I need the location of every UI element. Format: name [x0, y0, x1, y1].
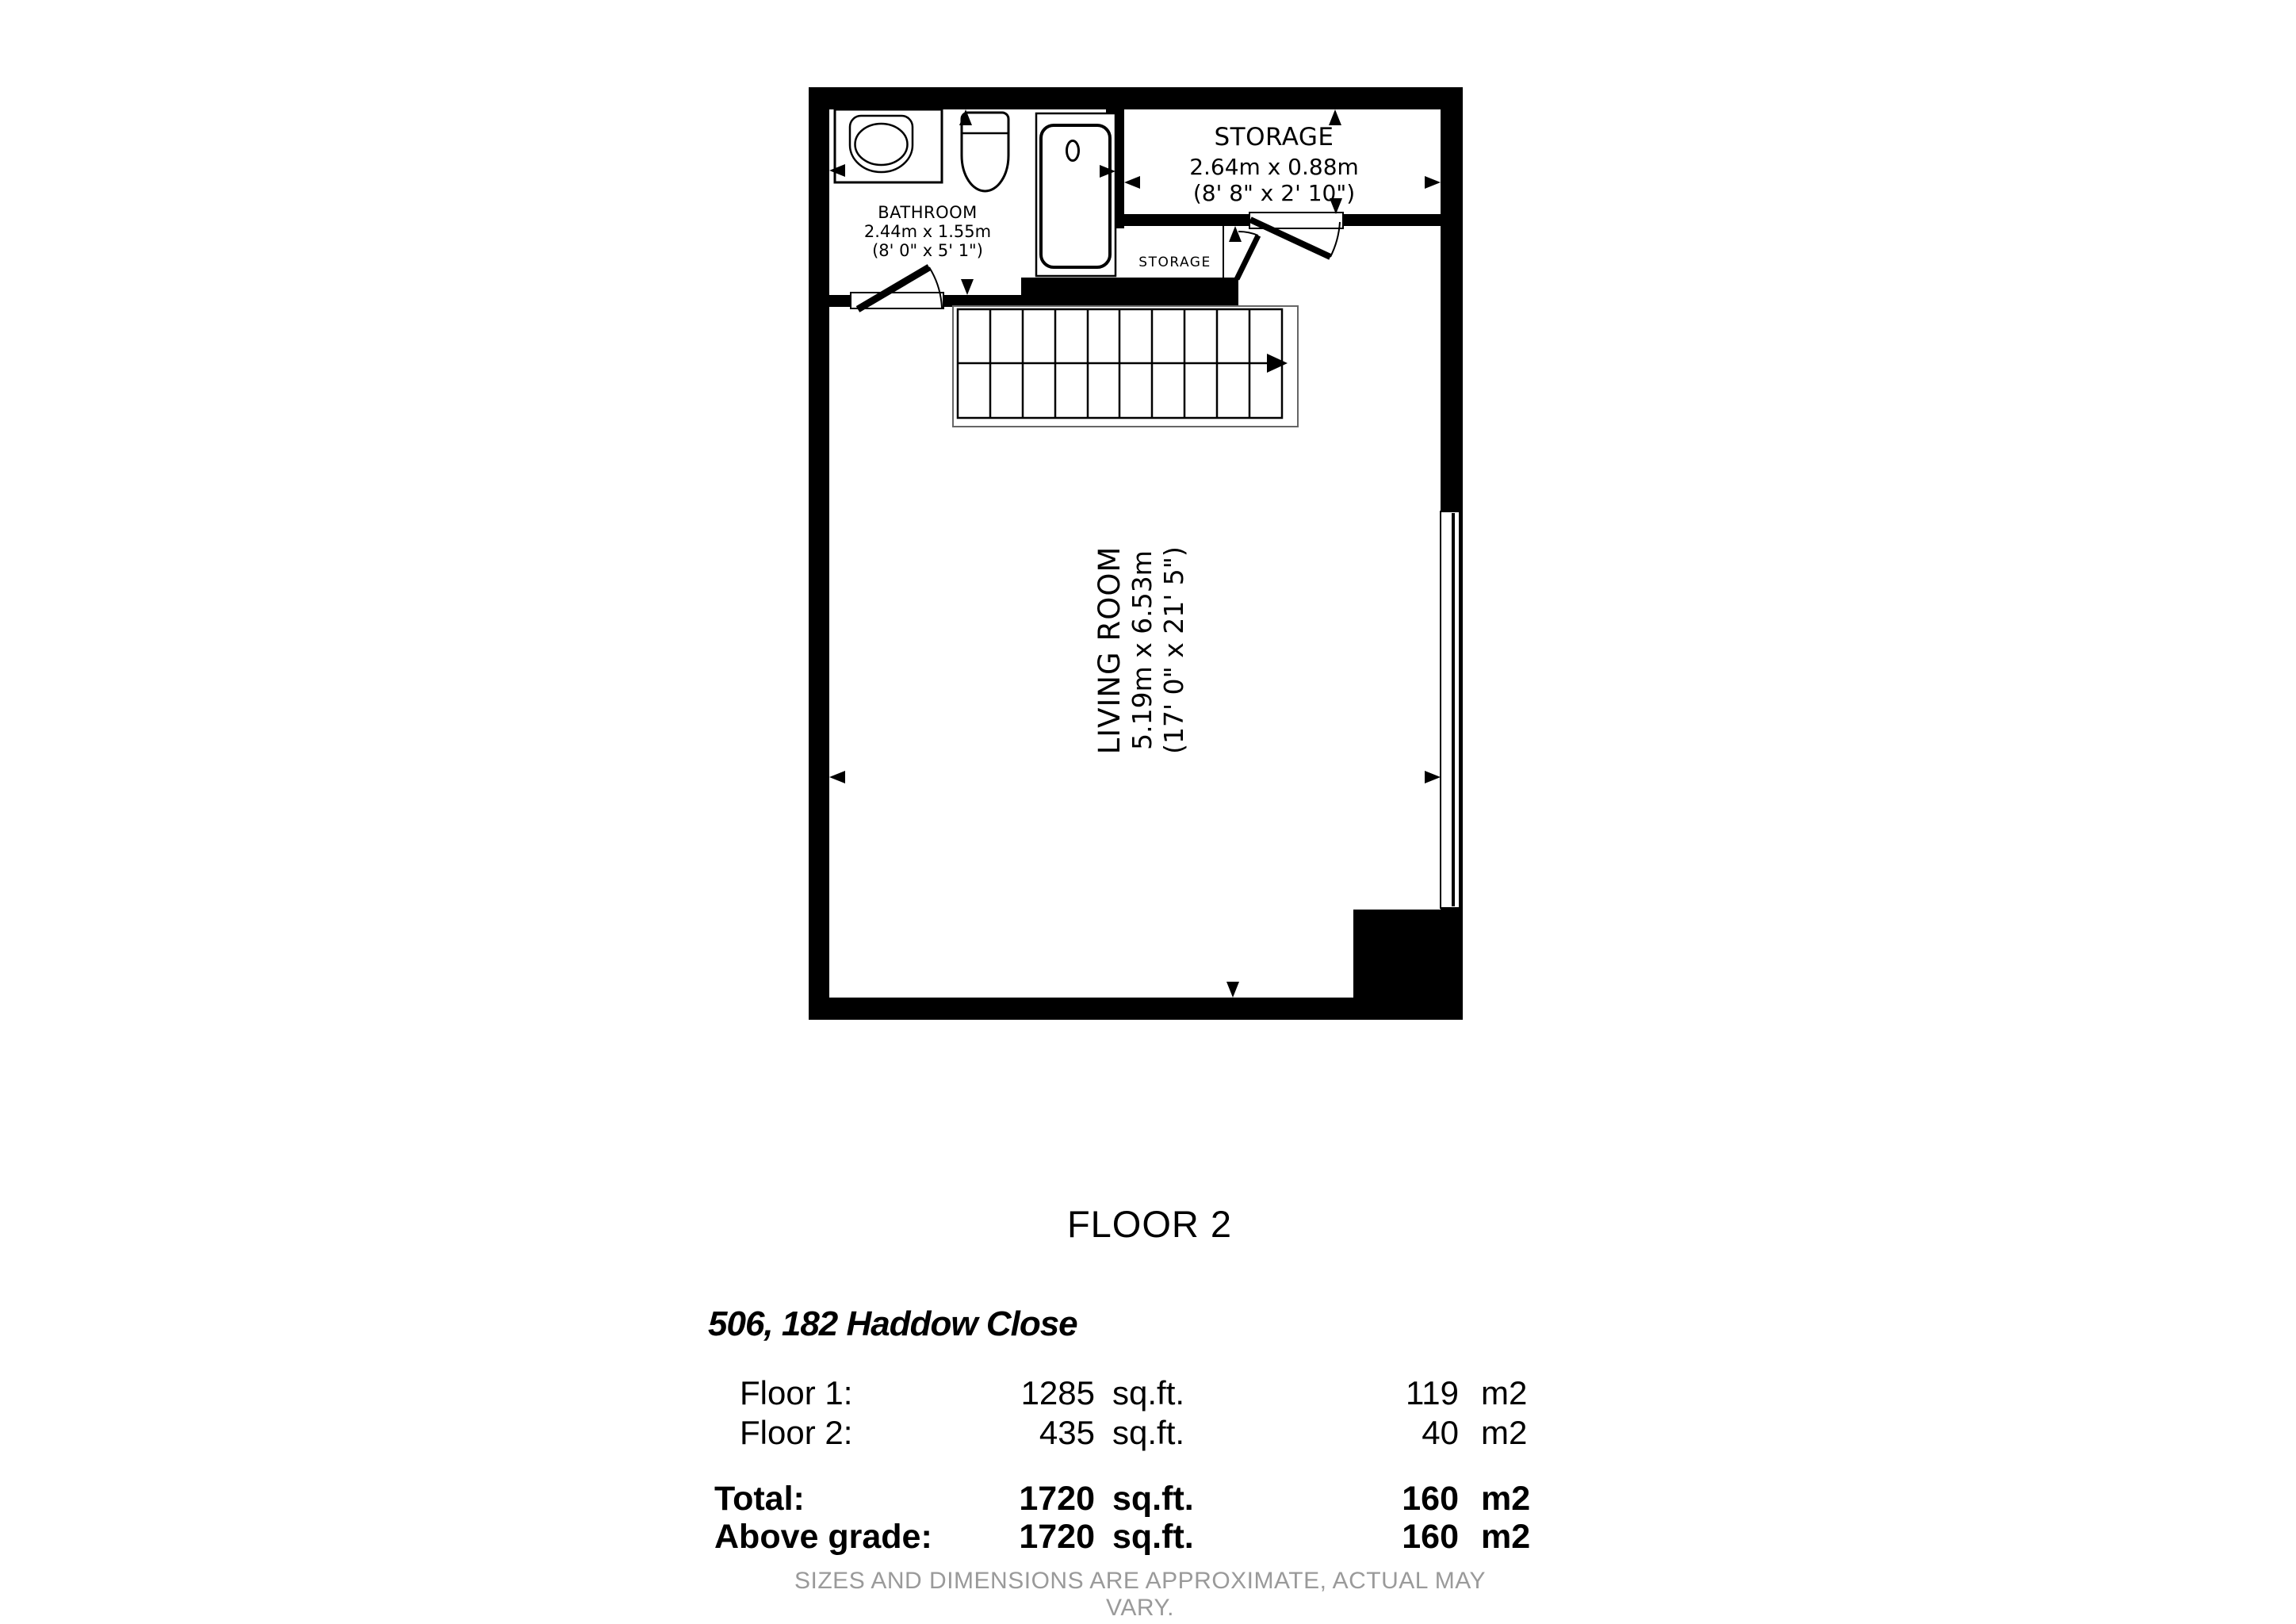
row-sqft-unit: sq.ft.: [1112, 1518, 1194, 1556]
row-m2-value: 40: [1422, 1414, 1459, 1451]
bathroom-dim-arrow-up-icon: [959, 109, 972, 125]
bathroom-label: BATHROOM: [878, 203, 978, 222]
wall-bathroom-bottom-right: [943, 295, 1021, 307]
bathroom-door-leaf: [855, 264, 932, 312]
row-label: Floor 2:: [740, 1414, 853, 1451]
bathtub-icon: [1035, 112, 1117, 278]
bathroom-door-swing: [928, 266, 943, 308]
living-room-label: LIVING ROOM: [1093, 546, 1127, 755]
staircase: [952, 305, 1299, 427]
living-dim-arrow-left-icon: [829, 771, 845, 783]
row-sqft-unit: sq.ft.: [1112, 1480, 1194, 1518]
stair-direction-arrow-icon: [1267, 354, 1288, 373]
area-row-floor2: Floor 2: 435 sq.ft. 40 m2: [714, 1414, 1563, 1452]
living-dim-arrow-down-icon: [1226, 982, 1239, 998]
disclaimer-text: SIZES AND DIMENSIONS ARE APPROXIMATE, AC…: [794, 1568, 1486, 1621]
storage-door-leaf: [1249, 216, 1332, 260]
living-room-dim-imperial: (17' 0" x 21' 5"): [1158, 546, 1189, 754]
area-row-above-grade: Above grade: 1720 sq.ft. 160 m2: [714, 1518, 1563, 1556]
row-sqft-unit: sq.ft.: [1112, 1414, 1185, 1451]
row-m2-value: 119: [1406, 1374, 1459, 1411]
room-labels: BATHROOM 2.44m x 1.55m (8' 0" x 5' 1") S…: [864, 123, 1359, 754]
storage-dim-arrow-down-icon: [1330, 198, 1342, 214]
chimney-block: [1353, 910, 1460, 1020]
bathroom-dim-metric: 2.44m x 1.55m: [864, 222, 991, 241]
closet-door-swing: [1238, 230, 1259, 236]
window: [1440, 511, 1460, 909]
bathroom-fixtures: [833, 108, 1117, 278]
living-room-label-group: LIVING ROOM 5.19m x 6.53m (17' 0" x 21' …: [1093, 546, 1189, 755]
bathroom-dim-arrow-left-icon: [829, 164, 845, 177]
row-label: Total:: [714, 1480, 805, 1518]
area-row-total: Total: 1720 sq.ft. 160 m2: [714, 1480, 1563, 1518]
doors: [850, 212, 1344, 312]
wall-storage-bottom-left: [1106, 214, 1249, 226]
bathroom-dim-arrow-down-icon: [961, 279, 974, 295]
row-m2-unit: m2: [1481, 1518, 1531, 1556]
storage-dim-arrow-up-icon: [1329, 109, 1341, 125]
row-label: Above grade:: [714, 1518, 932, 1556]
storage-door-swing: [1330, 221, 1341, 258]
wall-top: [809, 87, 1463, 109]
row-m2-unit: m2: [1481, 1480, 1531, 1518]
floor-plan-drawing: BATHROOM 2.44m x 1.55m (8' 0" x 5' 1") S…: [809, 87, 1463, 1020]
floor-title: FLOOR 2: [1066, 1203, 1233, 1245]
stair-landing-outline: [952, 305, 1299, 427]
bathroom-dim-arrow-right-icon: [1100, 165, 1115, 178]
bathroom-dim-imperial: (8' 0" x 5' 1"): [872, 241, 983, 260]
property-address: 506, 182 Haddow Close: [708, 1304, 1078, 1343]
row-m2-unit: m2: [1481, 1414, 1528, 1451]
sink-icon: [833, 108, 943, 184]
storage-dim-arrow-left-icon: [1124, 176, 1140, 189]
wall-storage-bottom-right: [1343, 214, 1441, 226]
floor-plan: BATHROOM 2.44m x 1.55m (8' 0" x 5' 1") S…: [809, 87, 1467, 1023]
row-m2-value: 160: [1402, 1518, 1459, 1556]
storage-dim-arrow-right-icon: [1425, 176, 1441, 189]
row-sqft-value: 1285: [1020, 1374, 1095, 1411]
dimension-arrows: [829, 109, 1441, 998]
wall-stair-head: [1021, 278, 1238, 307]
wall-bathroom-bottom-left: [829, 295, 851, 307]
storage-closet-label: STORAGE: [1138, 255, 1211, 270]
row-sqft-unit: sq.ft.: [1112, 1374, 1185, 1411]
row-m2-value: 160: [1402, 1480, 1459, 1518]
row-m2-unit: m2: [1481, 1374, 1528, 1411]
storage-label: STORAGE: [1214, 123, 1334, 151]
row-sqft-value: 1720: [1019, 1480, 1095, 1518]
storage-dim-metric: 2.64m x 0.88m: [1189, 154, 1359, 180]
living-dim-arrow-right-icon: [1425, 771, 1441, 783]
storage-door-sill: [1249, 212, 1344, 229]
wall-left: [809, 87, 829, 1020]
living-dim-arrow-up-icon: [1229, 226, 1242, 242]
area-row-floor1: Floor 1: 1285 sq.ft. 119 m2: [714, 1374, 1563, 1412]
row-sqft-value: 1720: [1019, 1518, 1095, 1556]
living-room-dim-metric: 5.19m x 6.53m: [1127, 550, 1158, 750]
closet-door-leaf: [1234, 234, 1261, 281]
row-sqft-value: 435: [1039, 1414, 1095, 1451]
storage-dim-imperial: (8' 8" x 2' 10"): [1193, 180, 1355, 206]
toilet-icon: [960, 111, 1010, 193]
row-label: Floor 1:: [740, 1374, 853, 1411]
